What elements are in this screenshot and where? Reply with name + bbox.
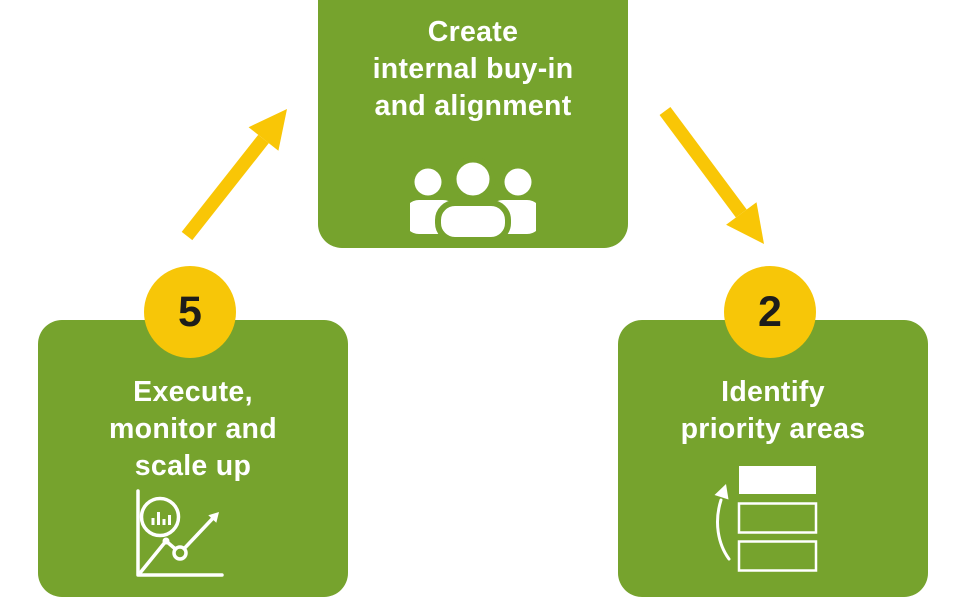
step-label-line: priority areas: [680, 413, 866, 445]
priority-stack-icon: [714, 466, 818, 572]
step-number: 2: [758, 287, 782, 336]
step-label-line: scale up: [134, 450, 252, 482]
people-group-icon: [410, 156, 536, 240]
step-label-line: Execute,: [133, 376, 253, 408]
step-number-badge-2: 2: [724, 266, 816, 358]
step-number: 5: [178, 287, 202, 336]
step-label-line: Identify: [721, 376, 825, 408]
step-label-line: Create: [427, 16, 519, 48]
step-number-badge-5: 5: [144, 266, 236, 358]
step-label: Create internal buy-in and alignment: [318, 14, 628, 125]
arrow-down-to-identify-icon: [659, 106, 764, 244]
step-card-create-buy-in: Create internal buy-in and alignment: [318, 0, 628, 248]
step-card-identify-priority: Identify priority areas: [618, 320, 928, 597]
growth-chart-icon: [136, 489, 224, 577]
arrow-up-to-create-icon: [181, 109, 287, 241]
step-label-line: internal buy-in: [372, 53, 574, 85]
step-label: Execute, monitor and scale up: [38, 374, 348, 485]
step-label-line: and alignment: [374, 90, 572, 122]
step-label-line: monitor and: [109, 413, 277, 445]
step-card-execute-monitor: Execute, monitor and scale up: [38, 320, 348, 597]
step-label: Identify priority areas: [618, 374, 928, 448]
